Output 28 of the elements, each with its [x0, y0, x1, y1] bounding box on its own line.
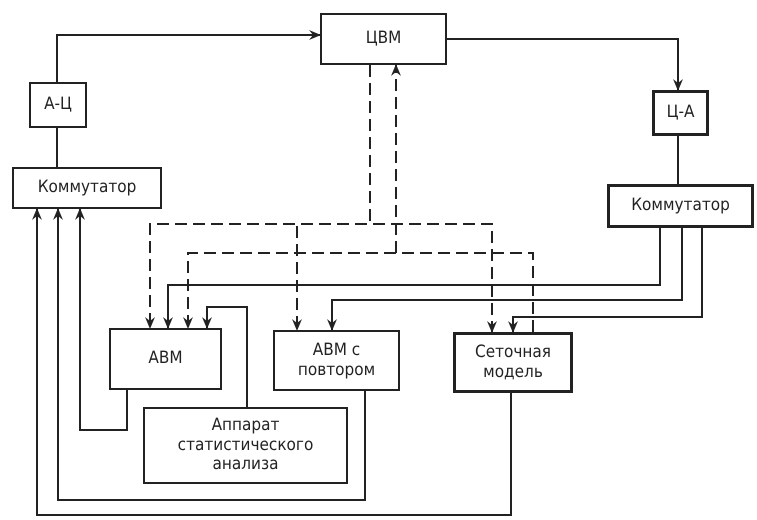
connector-arrow [56, 30, 321, 82]
process-box [320, 13, 447, 65]
connector-arrow [32, 208, 512, 516]
connector-arrow [369, 65, 497, 333]
connector-arrow [327, 228, 683, 331]
box-label: Коммутатор [631, 196, 730, 216]
box-label: Аппарат статистического анализа [176, 416, 314, 475]
process-box [143, 407, 348, 484]
box-label: АВМ с повтором [296, 340, 376, 380]
box-label: Сеточная модель [474, 342, 552, 382]
box-label: АВМ [148, 349, 183, 369]
connector-arrow [53, 208, 366, 501]
connector-arrow [75, 208, 128, 431]
process-box [109, 328, 222, 390]
box-label: ЦВМ [366, 29, 402, 49]
connector-arrow [447, 38, 683, 91]
connector-arrow [163, 228, 661, 329]
connector-arrow [202, 306, 248, 407]
process-box [607, 184, 754, 228]
box-label: А-Ц [44, 95, 72, 115]
connector-arrow [508, 228, 703, 333]
process-box [29, 82, 87, 128]
box-label: Коммутатор [38, 178, 136, 198]
process-box [12, 167, 162, 209]
process-box [273, 330, 400, 391]
box-label: Ц-А [666, 103, 694, 123]
process-box [453, 332, 573, 393]
process-box [652, 90, 709, 136]
